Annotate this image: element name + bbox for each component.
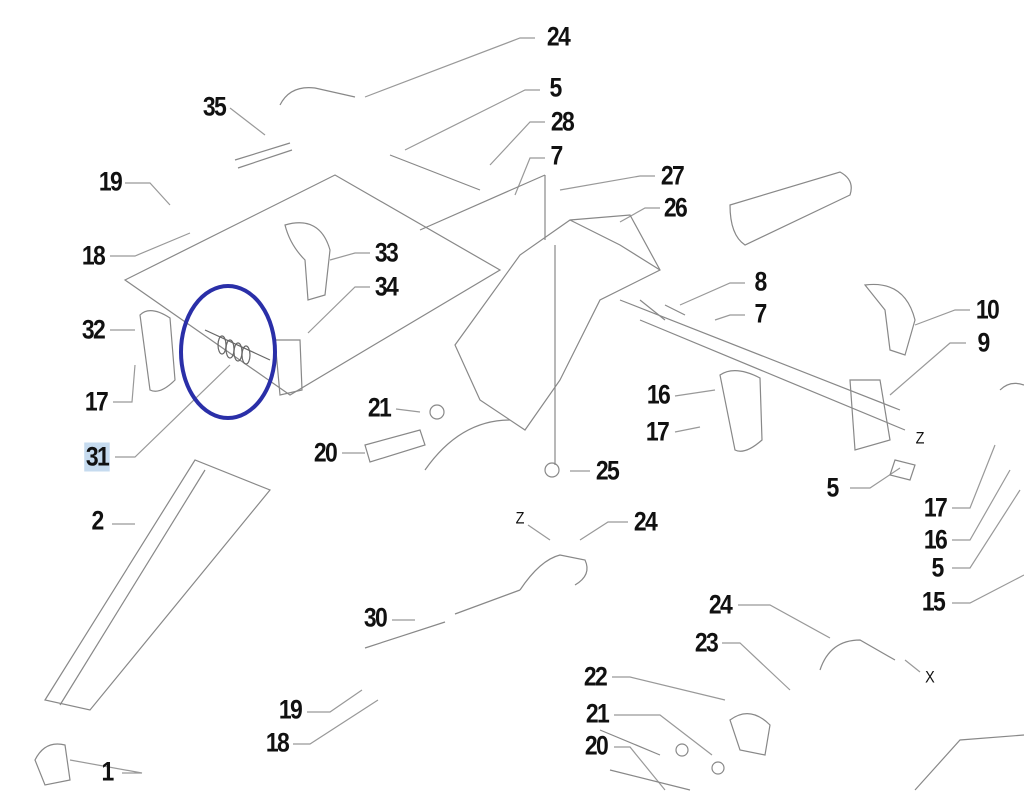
part-label[interactable]: 18 (81, 240, 106, 271)
part-label[interactable]: 5 (931, 552, 944, 583)
part-label[interactable]: 7 (754, 298, 767, 329)
part-label[interactable]: 30 (363, 602, 388, 633)
part-label-highlighted[interactable]: 31 (84, 441, 110, 472)
part-label[interactable]: 1 (101, 756, 114, 787)
part-label[interactable]: 28 (550, 106, 575, 137)
part-outlines (34, 87, 1024, 791)
part-label[interactable]: 25 (595, 455, 620, 486)
connector-label: X (925, 667, 935, 687)
part-label[interactable]: 21 (367, 392, 392, 423)
part-label[interactable]: 24 (708, 589, 733, 620)
part-label[interactable]: 9 (977, 327, 990, 358)
part-label[interactable]: 2 (91, 505, 104, 536)
part-label[interactable]: 18 (265, 727, 290, 758)
part-label[interactable]: 23 (694, 627, 719, 658)
part-label[interactable]: 35 (202, 91, 227, 122)
leader-lines (69, 37, 1024, 791)
part-label[interactable]: 5 (549, 72, 562, 103)
part-label[interactable]: 32 (81, 314, 106, 345)
part-label[interactable]: 7 (550, 140, 563, 171)
part-label[interactable]: 17 (84, 386, 109, 417)
part-label[interactable]: 24 (633, 506, 658, 537)
part-label[interactable]: 24 (546, 21, 571, 52)
part-label[interactable]: 19 (98, 166, 123, 197)
part-label[interactable]: 20 (584, 730, 609, 761)
part-label[interactable]: 5 (826, 472, 839, 503)
spring-part (204, 329, 271, 365)
part-label[interactable]: 15 (921, 586, 946, 617)
part-label[interactable]: 27 (660, 160, 685, 191)
part-label[interactable]: 22 (583, 661, 608, 692)
part-label[interactable]: 26 (663, 192, 688, 223)
connector-label: Z (915, 428, 925, 448)
part-label[interactable]: 19 (278, 694, 303, 725)
highlight-circle (179, 284, 277, 420)
part-label[interactable]: 20 (313, 437, 338, 468)
part-label[interactable]: 8 (754, 266, 767, 297)
part-label[interactable]: 16 (923, 524, 948, 555)
part-label[interactable]: 21 (585, 698, 610, 729)
connector-label: Z (515, 508, 525, 528)
part-label[interactable]: 17 (923, 492, 948, 523)
part-label[interactable]: 16 (646, 379, 671, 410)
part-label[interactable]: 34 (374, 271, 399, 302)
part-label[interactable]: 10 (975, 294, 1000, 325)
part-label[interactable]: 33 (374, 237, 399, 268)
part-label[interactable]: 17 (645, 416, 670, 447)
